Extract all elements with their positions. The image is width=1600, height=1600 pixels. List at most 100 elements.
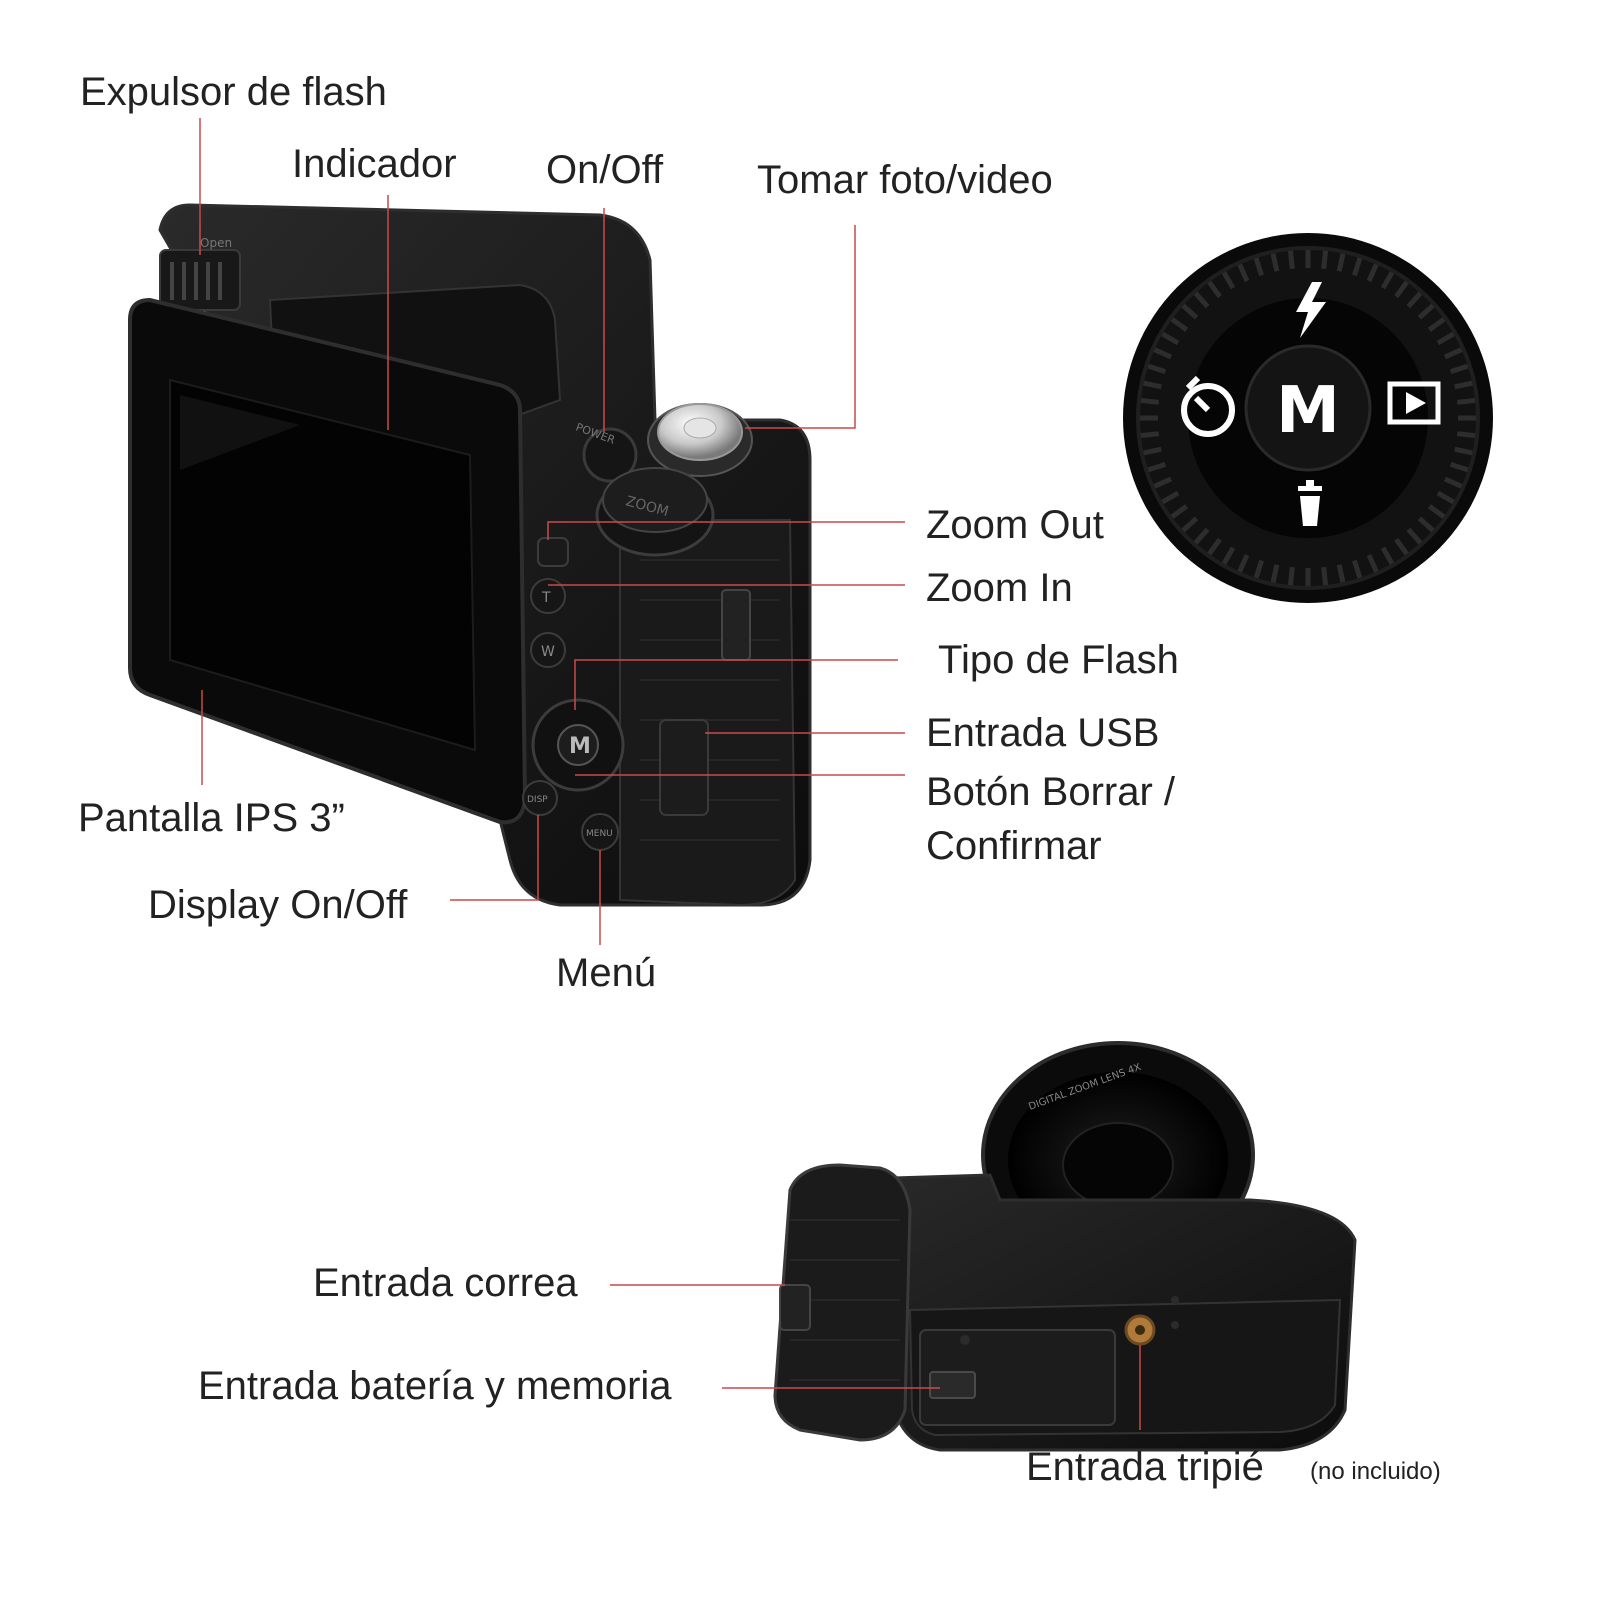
- usb-port-cover: [659, 719, 709, 816]
- dial-knurl-tick: [1454, 446, 1473, 456]
- flash-popup-lever: Open: [159, 236, 241, 311]
- dial-knurl-tick: [1427, 504, 1446, 519]
- dial-knurl-tick: [1253, 559, 1265, 579]
- label-menu: Menú: [556, 951, 657, 995]
- disp-button: [522, 780, 558, 816]
- label-zoom-in: Zoom In: [926, 566, 1073, 610]
- dial-knurl-tick: [1153, 347, 1172, 360]
- dial-knurl-tick: [1193, 527, 1210, 545]
- dial-knurl-tick: [1237, 554, 1250, 573]
- dial-knurl-tick: [1351, 257, 1363, 277]
- dial-knurl-tick: [1336, 564, 1346, 583]
- dial-knurl-tick: [1417, 303, 1435, 320]
- label-delete-confirm: Botón Borrar / Confirmar: [926, 770, 1176, 868]
- strap-lug-bottom: [779, 1284, 811, 1331]
- label-flash-popup: Expulsor de flash: [80, 70, 387, 114]
- dial-knurl-tick: [1456, 397, 1476, 405]
- zoom-in-button: [530, 578, 566, 614]
- dial-knurl-tick: [1456, 431, 1476, 439]
- dial-knurl-tick: [1270, 564, 1280, 583]
- dial-knurl-tick: [1406, 291, 1423, 309]
- leader-flash-type: [574, 659, 898, 710]
- battery-door: [919, 1329, 1116, 1426]
- label-zoom-out: Zoom Out: [926, 503, 1104, 547]
- wide-button: [530, 632, 566, 668]
- label-strap-mount: Entrada correa: [313, 1261, 578, 1305]
- dial-knurl-tick: [1394, 280, 1409, 299]
- leader-display: [450, 815, 539, 901]
- dial-knurl-tick: [1454, 380, 1473, 390]
- dial-m-mark: M: [1276, 374, 1340, 448]
- dial-knurl-tick: [1161, 331, 1180, 346]
- leader-shutter: [745, 225, 856, 429]
- label-tripod-note: (no incluido): [1310, 1458, 1441, 1485]
- label-tripod-mount: Entrada tripié: [1026, 1445, 1264, 1489]
- dial-knurl-tick: [1287, 250, 1295, 270]
- zoom-t-label: T: [541, 590, 551, 606]
- shutter-button: [647, 403, 753, 477]
- battery-latch: [929, 1371, 976, 1399]
- camera-grip-bottom: [773, 1163, 912, 1442]
- dial-knurl-tick: [1143, 446, 1162, 456]
- label-usb-port: Entrada USB: [926, 711, 1160, 755]
- dial-knurl-tick: [1436, 490, 1455, 505]
- dial-knurl-tick: [1287, 566, 1295, 586]
- label-flash-type: Tipo de Flash: [938, 638, 1179, 682]
- dial-center-button: [1244, 344, 1372, 472]
- dial-knurl-tick: [1207, 537, 1222, 556]
- dial-knurl-tick: [1436, 331, 1455, 346]
- zoom-out-button: [537, 537, 569, 567]
- dial-knurl-tick: [1143, 380, 1162, 390]
- dial-knurl-tick: [1193, 291, 1210, 309]
- trash-icon: [1298, 480, 1322, 526]
- mode-dial-closeup: M: [1123, 233, 1493, 603]
- dial-knurl-tick: [1380, 271, 1395, 290]
- disp-label: DISP: [527, 795, 548, 805]
- label-display-toggle: Display On/Off: [148, 883, 408, 927]
- dial-knurl-tick: [1406, 527, 1423, 545]
- dial-knurl-tick: [1417, 516, 1435, 533]
- leader-zoom-out: [547, 521, 905, 540]
- menu-label: MENU: [586, 829, 613, 839]
- dial-knurl-tick: [1444, 476, 1463, 489]
- label-indicator: Indicador: [292, 142, 457, 186]
- dial-knurl-tick: [1161, 490, 1180, 505]
- dial-knurl-tick: [1427, 317, 1446, 332]
- camera-bottom-view: DIGITAL ZOOM LENS 4X: [773, 1041, 1357, 1452]
- dial-knurl-tick: [1449, 461, 1469, 473]
- dial-knurl-tick: [1170, 504, 1189, 519]
- zoom-w-label: W: [541, 644, 555, 660]
- dial-knurl-tick: [1140, 431, 1160, 439]
- dial-knurl-tick: [1336, 253, 1346, 272]
- self-timer-icon: [1181, 383, 1235, 437]
- dial-knurl-tick: [1181, 303, 1199, 320]
- play-icon: [1387, 381, 1441, 425]
- dial-knurl-tick: [1444, 347, 1463, 360]
- dial-knurl-tick: [1221, 546, 1236, 565]
- ips-screen-panel: [128, 297, 528, 825]
- dial-knurl-tick: [1207, 280, 1222, 299]
- flash-icon: [1296, 282, 1326, 338]
- dial-knurl-tick: [1237, 263, 1250, 282]
- dial-knurl-tick: [1140, 397, 1160, 405]
- dial-knurl-tick: [1253, 257, 1265, 277]
- open-label: Open: [200, 236, 232, 250]
- camera-back-view: Open POWER ZOOM: [128, 203, 812, 907]
- dial-knurl-tick: [1170, 317, 1189, 332]
- zoom-dial: ZOOM: [595, 467, 715, 557]
- dial-knurl-tick: [1394, 537, 1409, 556]
- dial-knurl-tick: [1366, 554, 1379, 573]
- side-buttons: T W M DISP MENU: [522, 537, 625, 851]
- dial-knurl-tick: [1147, 363, 1167, 375]
- dial-knurl-tick: [1147, 461, 1167, 473]
- dial-knurl-tick: [1153, 476, 1172, 489]
- dial-knurl-tick: [1366, 263, 1379, 282]
- camera-grip: [619, 519, 797, 907]
- label-ips-screen: Pantalla IPS 3”: [78, 796, 345, 840]
- dial-knurl-tick: [1321, 250, 1329, 270]
- dial-knurl-tick: [1270, 253, 1280, 272]
- dial-knurl-tick: [1221, 271, 1236, 290]
- ips-screen: [169, 378, 477, 752]
- label-battery-memory: Entrada batería y memoria: [198, 1364, 672, 1408]
